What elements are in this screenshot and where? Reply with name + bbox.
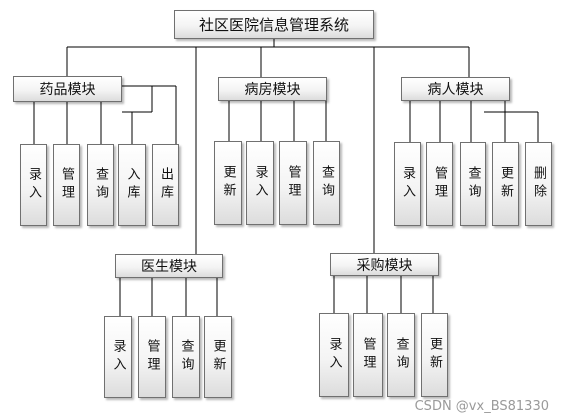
- patient-child-node: 更新: [492, 142, 519, 226]
- doctor-child-node: 录入: [104, 316, 132, 398]
- ward-child-node: 查询: [313, 141, 340, 225]
- drug-child-node: 查询: [87, 144, 114, 226]
- ward-child-node: 管理: [279, 141, 307, 225]
- ward-child-node: 录入: [246, 141, 274, 225]
- purchase-child-node: 更新: [421, 313, 448, 397]
- patient-child-node: 删除: [525, 142, 552, 226]
- drug-child-node: 出库: [152, 144, 179, 226]
- patient-child-node: 录入: [394, 142, 421, 226]
- ward-child-node: 更新: [214, 141, 242, 225]
- watermark-text: CSDN @vx_BS81330: [414, 399, 549, 414]
- drug-child-node: 录入: [20, 144, 47, 226]
- doctor-child-node: 管理: [138, 316, 166, 398]
- module-node-doctor: 医生模块: [115, 254, 223, 278]
- purchase-child-node: 查询: [387, 313, 415, 397]
- patient-child-node: 管理: [426, 142, 453, 226]
- module-node-purchase: 采购模块: [330, 253, 439, 276]
- doctor-child-node: 查询: [172, 316, 200, 398]
- purchase-child-node: 管理: [353, 313, 383, 397]
- module-node-ward: 病房模块: [218, 77, 327, 101]
- module-node-patient: 病人模块: [401, 77, 510, 101]
- drug-child-node: 管理: [53, 144, 80, 226]
- root-node: 社区医院信息管理系统: [174, 10, 374, 39]
- doctor-child-node: 更新: [204, 316, 232, 398]
- patient-child-node: 查询: [460, 142, 486, 226]
- purchase-child-node: 录入: [319, 313, 349, 397]
- drug-child-node: 入库: [118, 144, 146, 226]
- module-node-drug: 药品模块: [13, 76, 122, 102]
